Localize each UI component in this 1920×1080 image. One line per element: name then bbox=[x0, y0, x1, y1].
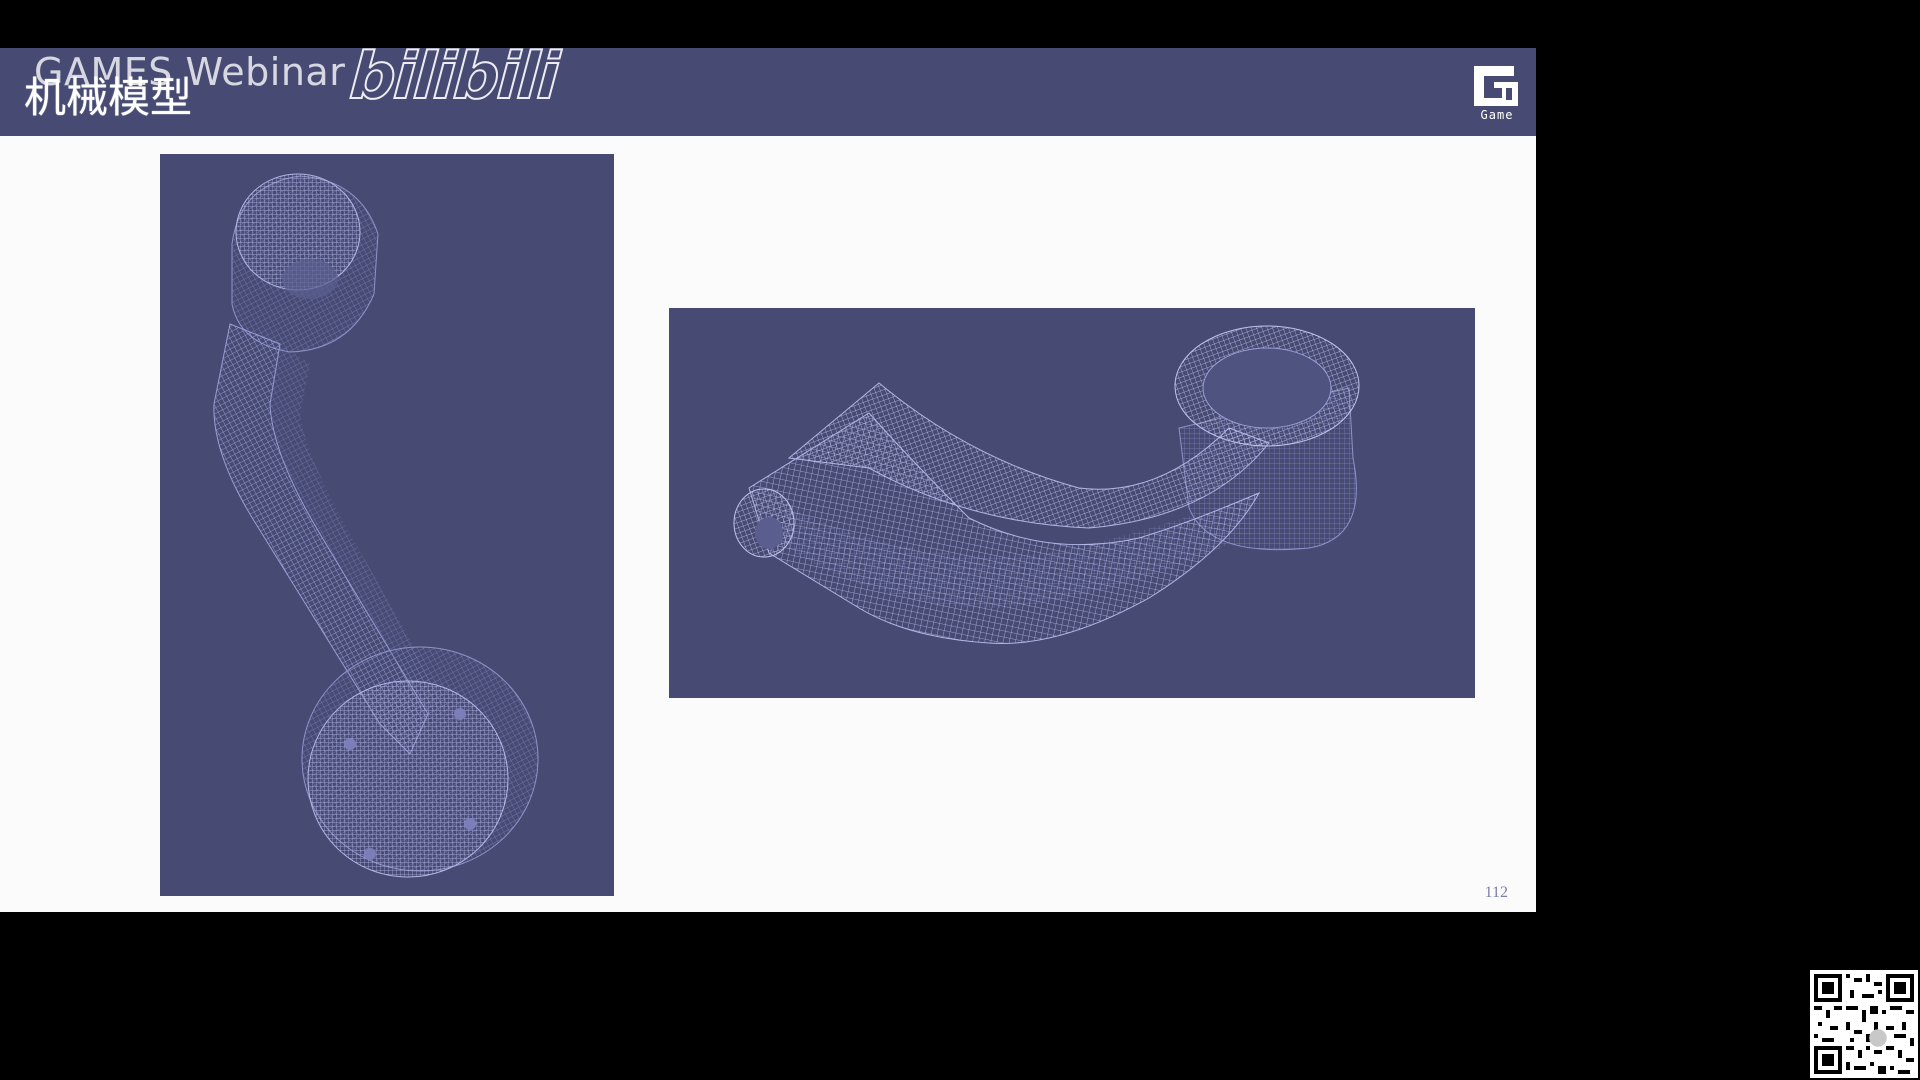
mechanical-arm-horizontal-figure bbox=[669, 308, 1475, 698]
qr-code-glyph bbox=[1810, 970, 1918, 1078]
games-logo-text: Game bbox=[1480, 108, 1514, 122]
mechanical-arm-vertical-mesh bbox=[213, 173, 539, 878]
games-logo-glyph bbox=[1474, 66, 1518, 106]
games-webinar-watermark: GAMES Webinar bbox=[34, 50, 346, 94]
presentation-slide: GAMES Webinar bilibili 机械模型 Game bbox=[0, 48, 1536, 912]
slide-header: GAMES Webinar bilibili 机械模型 Game bbox=[0, 48, 1536, 136]
games-logo-icon: Game bbox=[1468, 62, 1526, 122]
page-number: 112 bbox=[1484, 884, 1508, 901]
bilibili-logo: bilibili bbox=[346, 48, 560, 115]
slide-title: 机械模型 bbox=[24, 73, 193, 122]
mechanical-arm-horizontal-mesh bbox=[733, 325, 1360, 644]
qr-code-icon bbox=[1810, 970, 1918, 1078]
mechanical-arm-vertical-figure bbox=[160, 154, 614, 896]
